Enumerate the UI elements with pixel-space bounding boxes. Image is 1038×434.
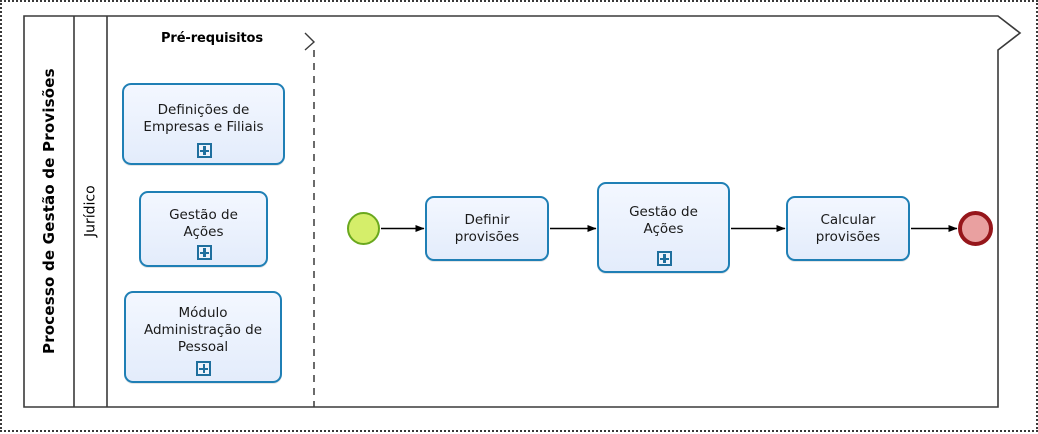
subprocess-plus-icon[interactable] (196, 361, 211, 376)
task-label: Definir provisões (454, 212, 520, 245)
start-event[interactable] (347, 212, 380, 245)
subprocess-definicoes-empresas-filiais[interactable]: Definições de Empresas e Filiais (122, 83, 285, 165)
task-calcular-provisoes[interactable]: Calcular provisões (786, 196, 910, 261)
task-label: Módulo Administração de Pessoal (143, 305, 263, 355)
pool-boundary (23, 15, 1022, 408)
phase-divider-chevron-icon (304, 32, 316, 51)
subprocess-plus-icon[interactable] (196, 143, 212, 158)
subprocess-gestao-de-acoes-prereq[interactable]: Gestão de Ações (139, 191, 268, 267)
phase-label-pre-requisitos: Pré-requisitos (160, 30, 264, 46)
subprocess-plus-icon[interactable] (196, 245, 212, 260)
task-definir-provisoes[interactable]: Definir provisões (425, 196, 549, 261)
task-label: Gestão de Ações (629, 204, 698, 237)
subprocess-modulo-administracao-pessoal[interactable]: Módulo Administração de Pessoal (124, 291, 282, 383)
subprocess-plus-icon[interactable] (656, 251, 672, 266)
task-label: Definições de Empresas e Filiais (143, 102, 264, 135)
task-label: Gestão de Ações (169, 207, 238, 240)
end-event[interactable] (958, 211, 993, 246)
subprocess-gestao-de-acoes-flow[interactable]: Gestão de Ações (597, 182, 730, 273)
task-label: Calcular provisões (815, 212, 881, 245)
